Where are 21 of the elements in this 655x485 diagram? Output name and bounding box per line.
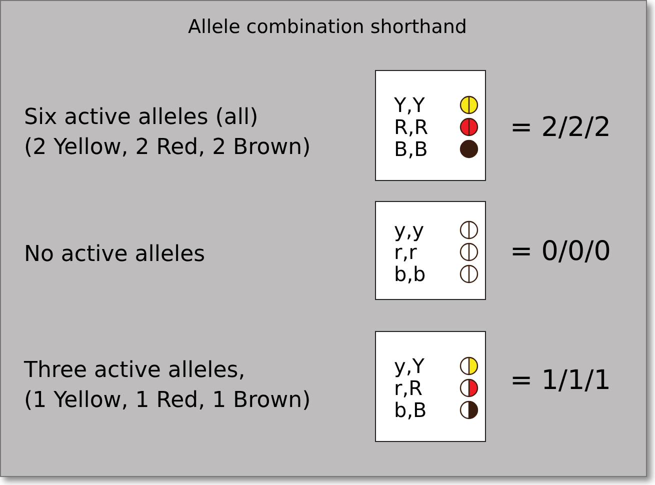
shorthand-value: = 2/2/2 (510, 112, 611, 143)
genotype-label: r,R (394, 376, 422, 398)
description-text: No active alleles (24, 241, 206, 269)
shorthand-value: = 1/1/1 (510, 365, 611, 396)
genotype-box (375, 201, 486, 300)
title: Allele combination shorthand (187, 16, 468, 38)
description-text: Six active alleles (all) (24, 104, 258, 132)
genotype-label: b,b (394, 262, 426, 284)
genotype-label: r,r (394, 240, 417, 262)
genotype-label: y,y (394, 218, 424, 240)
description-text: (2 Yellow, 2 Red, 2 Brown) (24, 134, 311, 162)
shorthand-value: = 0/0/0 (510, 236, 611, 267)
genotype-label: B,B (394, 138, 428, 160)
genotype-label: R,R (394, 116, 428, 138)
genotype-box (375, 331, 486, 442)
description-text: Three active alleles, (24, 357, 246, 385)
genotype-label: Y,Y (394, 94, 425, 116)
genotype-label: y,Y (394, 354, 424, 376)
genotype-box (375, 70, 486, 181)
genotype-label: b,B (394, 398, 427, 420)
description-text: (1 Yellow, 1 Red, 1 Brown) (24, 387, 311, 415)
